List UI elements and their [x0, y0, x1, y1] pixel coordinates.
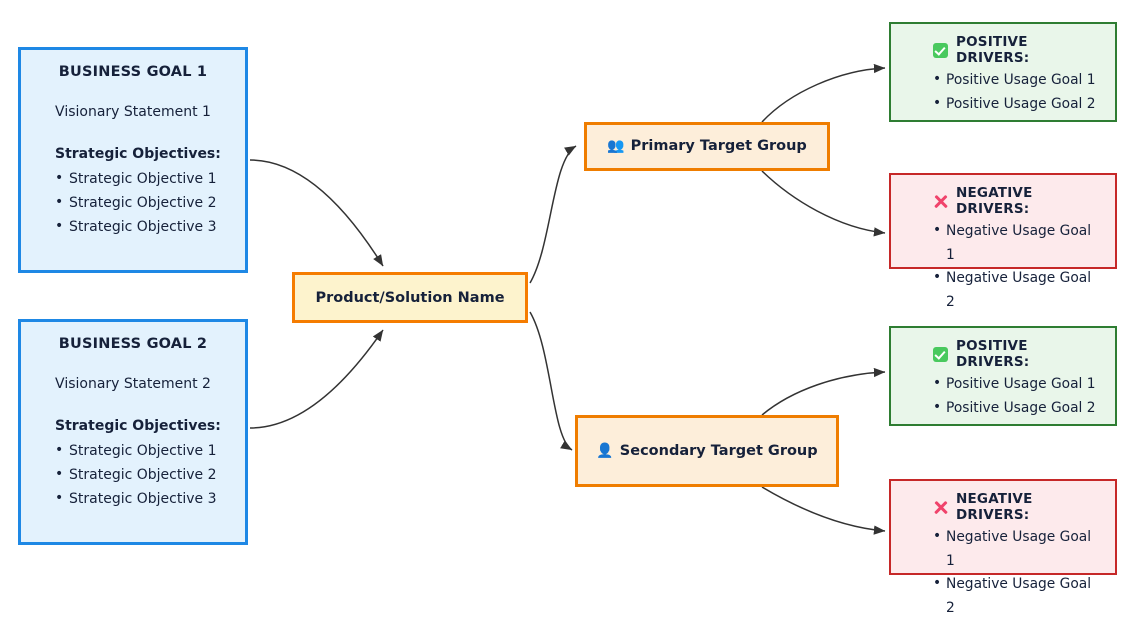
diagram-canvas: BUSINESS GOAL 1 Visionary Statement 1 St…	[0, 0, 1136, 595]
edge-primary-to-negative	[761, 170, 886, 237]
goal-objectives-list: Strategic Objective 1 Strategic Objectiv…	[37, 438, 229, 511]
list-item: Positive Usage Goal 2	[933, 396, 1101, 421]
goal-objectives-label: Strategic Objectives:	[55, 146, 221, 162]
goal-title: BUSINESS GOAL 1	[58, 64, 208, 80]
negative-drivers-heading: NEGATIVE DRIVERS:	[905, 491, 1101, 523]
list-item: Negative Usage Goal 2	[933, 266, 1101, 314]
edge-product-to-primary	[529, 145, 577, 284]
heading-text: NEGATIVE DRIVERS:	[956, 491, 1033, 523]
list-item: Strategic Objective 1	[55, 166, 229, 191]
cross-mark-icon	[933, 194, 948, 209]
negative-drivers-list: Negative Usage Goal 1 Negative Usage Goa…	[905, 525, 1101, 621]
target-group-label: Primary Target Group	[630, 138, 807, 155]
edge-goal2-to-product	[249, 329, 384, 429]
goal-objectives-list: Strategic Objective 1 Strategic Objectiv…	[37, 166, 229, 239]
two-people-icon: 👥	[607, 138, 625, 155]
primary-negative-drivers-box[interactable]: NEGATIVE DRIVERS: Negative Usage Goal 1 …	[889, 173, 1117, 310]
list-item: Negative Usage Goal 1	[933, 525, 1101, 573]
target-group-label-wrap: 👤 Secondary Target Group	[596, 440, 817, 463]
check-mark-icon	[933, 42, 948, 58]
list-item: Strategic Objective 2	[55, 190, 229, 215]
heading-text: NEGATIVE DRIVERS:	[956, 185, 1033, 217]
positive-drivers-heading: POSITIVE DRIVERS:	[905, 338, 1101, 370]
business-goal-2-box[interactable]: BUSINESS GOAL 2 Visionary Statement 2 St…	[18, 319, 248, 545]
edge-secondary-to-positive	[761, 367, 886, 416]
edge-secondary-to-negative	[761, 486, 886, 535]
heading-text: POSITIVE DRIVERS:	[956, 338, 1030, 370]
primary-positive-drivers-box[interactable]: POSITIVE DRIVERS: Positive Usage Goal 1 …	[889, 22, 1117, 122]
list-item: Strategic Objective 3	[55, 486, 229, 511]
secondary-negative-drivers-box[interactable]: NEGATIVE DRIVERS: Negative Usage Goal 1 …	[889, 479, 1117, 616]
product-label: Product/Solution Name	[315, 289, 505, 306]
edge-primary-to-positive	[761, 63, 886, 123]
secondary-positive-drivers-box[interactable]: POSITIVE DRIVERS: Positive Usage Goal 1 …	[889, 326, 1117, 426]
goal-objectives-label: Strategic Objectives:	[55, 418, 221, 434]
list-item: Positive Usage Goal 1	[933, 68, 1101, 93]
list-item: Positive Usage Goal 1	[933, 372, 1101, 397]
list-item: Strategic Objective 3	[55, 214, 229, 239]
negative-drivers-heading: NEGATIVE DRIVERS:	[905, 185, 1101, 217]
goal-vision-statement: Visionary Statement 1	[55, 104, 211, 120]
edge-goal1-to-product	[249, 159, 384, 267]
primary-target-group-box[interactable]: 👥 Primary Target Group	[584, 122, 830, 171]
business-goal-1-box[interactable]: BUSINESS GOAL 1 Visionary Statement 1 St…	[18, 47, 248, 273]
goal-title: BUSINESS GOAL 2	[58, 336, 208, 352]
list-item: Strategic Objective 1	[55, 438, 229, 463]
secondary-target-group-box[interactable]: 👤 Secondary Target Group	[575, 415, 839, 487]
product-solution-box[interactable]: Product/Solution Name	[292, 272, 528, 323]
target-group-label-wrap: 👥 Primary Target Group	[607, 135, 807, 158]
check-mark-icon	[933, 346, 948, 362]
positive-drivers-heading: POSITIVE DRIVERS:	[905, 34, 1101, 66]
negative-drivers-list: Negative Usage Goal 1 Negative Usage Goa…	[905, 219, 1101, 315]
list-item: Negative Usage Goal 1	[933, 219, 1101, 267]
edge-product-to-secondary	[529, 311, 573, 451]
list-item: Positive Usage Goal 2	[933, 92, 1101, 117]
list-item: Strategic Objective 2	[55, 462, 229, 487]
heading-text: POSITIVE DRIVERS:	[956, 34, 1030, 66]
target-group-label: Secondary Target Group	[619, 442, 818, 459]
cross-mark-icon	[933, 500, 948, 515]
goal-vision-statement: Visionary Statement 2	[55, 376, 211, 392]
list-item: Negative Usage Goal 2	[933, 572, 1101, 620]
positive-drivers-list: Positive Usage Goal 1 Positive Usage Goa…	[905, 372, 1101, 421]
positive-drivers-list: Positive Usage Goal 1 Positive Usage Goa…	[905, 68, 1101, 117]
person-icon: 👤	[596, 442, 614, 459]
